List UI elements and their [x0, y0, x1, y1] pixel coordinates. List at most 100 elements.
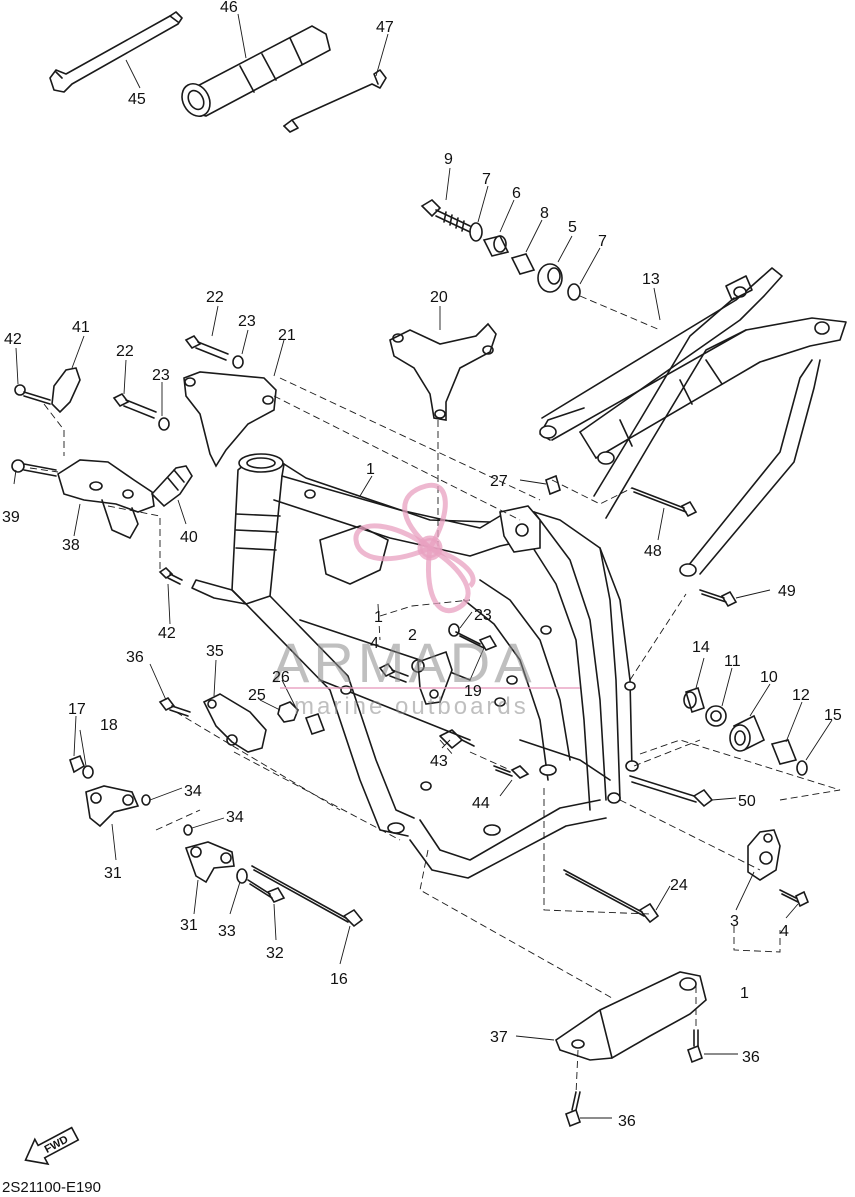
callout-43[interactable]: 43 — [430, 753, 448, 770]
callout-22[interactable]: 22 — [116, 343, 134, 360]
clip-34a[interactable] — [141, 794, 151, 806]
bolt-36b[interactable] — [687, 1029, 703, 1064]
callout-23[interactable]: 23 — [152, 367, 170, 384]
callout-48[interactable]: 48 — [644, 543, 662, 560]
washer-7b[interactable] — [567, 283, 581, 301]
pivot-bolt-50[interactable] — [629, 775, 714, 808]
collar-12[interactable] — [770, 739, 798, 765]
callout-14[interactable]: 14 — [692, 639, 710, 656]
collar-6[interactable] — [482, 235, 510, 257]
bolt-36a[interactable] — [158, 696, 191, 717]
callout-46[interactable]: 46 — [220, 0, 238, 16]
callout-40[interactable]: 40 — [180, 529, 198, 546]
callout-38[interactable]: 38 — [62, 537, 80, 554]
callout-20[interactable]: 20 — [430, 289, 448, 306]
callout-50[interactable]: 50 — [738, 793, 756, 810]
callout-31[interactable]: 31 — [104, 865, 122, 882]
socket-wrench-46[interactable] — [177, 25, 331, 121]
washer-23b[interactable] — [158, 417, 170, 431]
callout-1[interactable]: 1 — [366, 461, 375, 478]
fitting-27[interactable] — [545, 474, 561, 496]
callout-41[interactable]: 41 — [72, 319, 90, 336]
pin-wrench-47[interactable] — [283, 69, 387, 133]
callout-21[interactable]: 21 — [278, 327, 296, 344]
callout-32[interactable]: 32 — [266, 945, 284, 962]
callout-23[interactable]: 23 — [238, 313, 256, 330]
bracket-2[interactable] — [411, 650, 453, 705]
callout-23[interactable]: 23 — [474, 607, 492, 624]
skid-plate-37[interactable] — [555, 971, 707, 1061]
callout-1[interactable]: 1 — [740, 985, 749, 1002]
callout-7[interactable]: 7 — [598, 233, 607, 250]
callout-31[interactable]: 31 — [180, 917, 198, 934]
bracket-31b[interactable] — [184, 841, 235, 884]
bolt-19[interactable] — [455, 631, 498, 651]
callout-13[interactable]: 13 — [642, 271, 660, 288]
callout-10[interactable]: 10 — [760, 669, 778, 686]
callout-39[interactable]: 39 — [2, 509, 20, 526]
bracket-31a[interactable] — [85, 785, 140, 828]
callout-27[interactable]: 27 — [490, 473, 508, 490]
callout-5[interactable]: 5 — [568, 219, 577, 236]
callout-16[interactable]: 16 — [330, 971, 348, 988]
callout-42[interactable]: 42 — [158, 625, 176, 642]
callout-18[interactable]: 18 — [100, 717, 118, 734]
callout-24[interactable]: 24 — [670, 877, 688, 894]
callout-36[interactable]: 36 — [742, 1049, 760, 1066]
washer-18[interactable] — [82, 765, 94, 779]
callout-25[interactable]: 25 — [248, 687, 266, 704]
callout-12[interactable]: 12 — [792, 687, 810, 704]
callout-35[interactable]: 35 — [206, 643, 224, 660]
nut-25[interactable] — [277, 701, 299, 723]
callout-3[interactable]: 3 — [730, 913, 739, 930]
bolt-22b[interactable] — [112, 392, 157, 419]
collar-8[interactable] — [510, 253, 536, 275]
callout-4[interactable]: 4 — [370, 635, 379, 652]
collar-14[interactable] — [683, 686, 705, 714]
bushing-10[interactable] — [729, 714, 766, 752]
callout-26[interactable]: 26 — [272, 669, 290, 686]
callout-11[interactable]: 11 — [724, 653, 741, 670]
callout-36[interactable]: 36 — [618, 1113, 636, 1130]
collar-11[interactable] — [705, 705, 727, 727]
bolt-4a[interactable] — [378, 662, 409, 683]
engine-bracket-21[interactable] — [183, 371, 277, 468]
callout-47[interactable]: 47 — [376, 19, 394, 36]
long-bolt-24[interactable] — [563, 869, 660, 924]
callout-37[interactable]: 37 — [490, 1029, 508, 1046]
callout-19[interactable]: 19 — [464, 683, 482, 700]
washer-7a[interactable] — [469, 222, 483, 242]
bolt-22a[interactable] — [184, 334, 229, 361]
footpeg-40[interactable] — [150, 465, 193, 508]
callout-1[interactable]: 1 — [374, 609, 383, 626]
main-frame-1[interactable] — [191, 453, 639, 879]
engine-bracket-20[interactable] — [389, 322, 497, 421]
bolt-44[interactable] — [493, 765, 530, 779]
footrest-bracket-38[interactable] — [57, 459, 155, 539]
callout-34[interactable]: 34 — [226, 809, 244, 826]
bolt-36c[interactable] — [565, 1091, 581, 1128]
bush-5[interactable] — [537, 263, 563, 293]
bolt-48[interactable] — [631, 487, 698, 518]
callout-17[interactable]: 17 — [68, 701, 86, 718]
nut-17[interactable] — [69, 754, 85, 774]
callout-45[interactable]: 45 — [128, 91, 146, 108]
wrench-45[interactable] — [49, 11, 183, 93]
bolt-42b[interactable] — [158, 566, 183, 585]
cover-41[interactable] — [51, 367, 81, 414]
callout-15[interactable]: 15 — [824, 707, 842, 724]
callout-8[interactable]: 8 — [540, 205, 549, 222]
washer-23c[interactable] — [448, 623, 460, 637]
callout-4[interactable]: 4 — [780, 923, 789, 940]
bolt-49[interactable] — [699, 589, 738, 608]
callout-36[interactable]: 36 — [126, 649, 144, 666]
clamp-43[interactable] — [439, 729, 475, 749]
collar-26[interactable] — [304, 712, 326, 736]
callout-49[interactable]: 49 — [778, 583, 796, 600]
rear-subframe-13[interactable] — [539, 267, 847, 577]
callout-44[interactable]: 44 — [472, 795, 490, 812]
callout-6[interactable]: 6 — [512, 185, 521, 202]
callout-7[interactable]: 7 — [482, 171, 491, 188]
bolt-42a[interactable] — [14, 384, 51, 405]
long-bolt-16[interactable] — [251, 865, 364, 928]
